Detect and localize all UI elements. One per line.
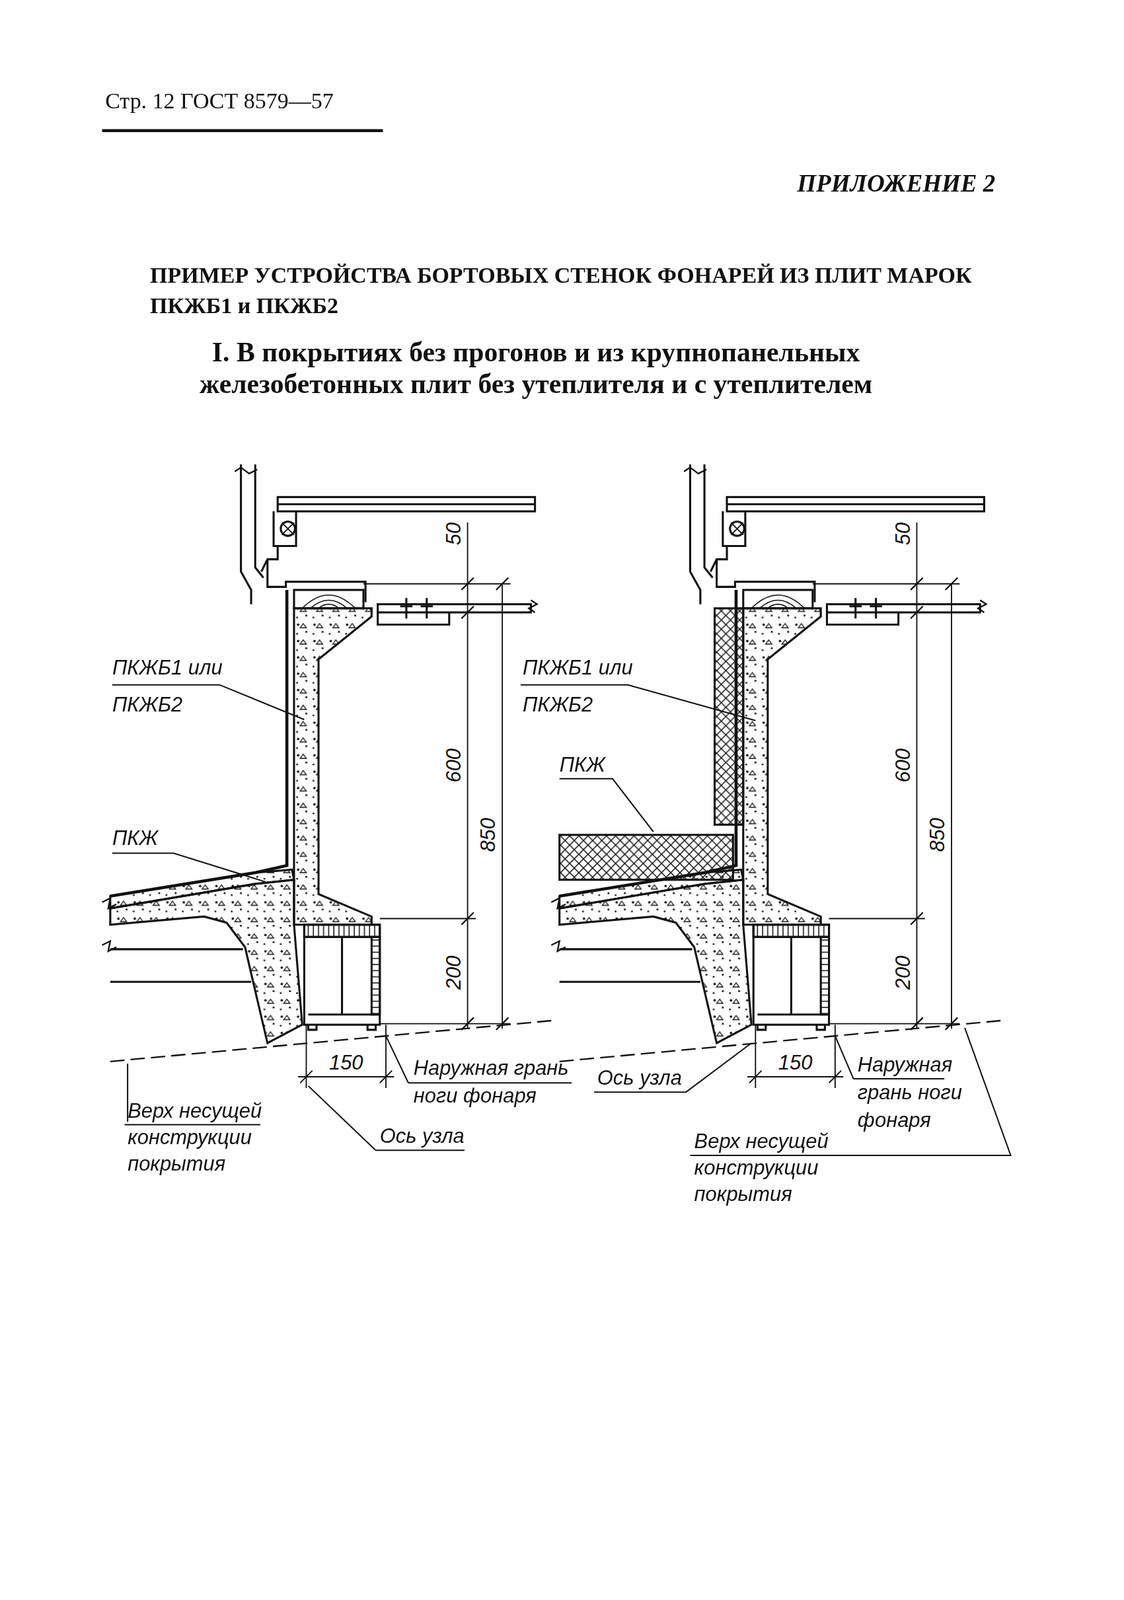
- reference-note: Наружная грань ноги фонаря: [413, 1054, 598, 1110]
- page-title: ПРИМЕР УСТРОЙСТВА БОРТОВЫХ СТЕНОК ФОНАРЕ…: [149, 260, 1008, 322]
- reference-note: Верх несущей конструкции покрытия: [127, 1097, 281, 1178]
- dimension: 50: [890, 520, 915, 548]
- page-header: Стр. 12 ГОСТ 8579—57: [105, 86, 412, 115]
- part-label: ПКЖБ1 или ПКЖБ2: [522, 649, 656, 723]
- dimension: 200: [440, 954, 466, 993]
- appendix-number: ПРИЛОЖЕНИЕ 2: [674, 168, 996, 199]
- reference-note: Ось узла: [379, 1123, 483, 1150]
- part-label: ПКЖ: [559, 751, 642, 778]
- dimension: 50: [440, 520, 466, 548]
- reference-note: Наружная грань ноги фонаря: [857, 1051, 986, 1134]
- dimension: 200: [890, 954, 915, 993]
- dimension: 600: [890, 746, 915, 786]
- reference-note: Ось узла: [597, 1064, 700, 1091]
- dimension: 850: [925, 816, 950, 855]
- part-label: ПКЖБ1 или ПКЖБ2: [112, 649, 246, 723]
- section-heading: I. В покрытиях без прогонов и из крупноп…: [178, 337, 894, 401]
- dimension: 150: [776, 1050, 815, 1076]
- part-label: ПКЖ: [112, 824, 195, 852]
- dimension: 150: [327, 1050, 366, 1076]
- dimension: 600: [440, 746, 466, 786]
- dimension: 850: [475, 816, 501, 855]
- reference-note: Верх несущей конструкции покрытия: [694, 1127, 848, 1208]
